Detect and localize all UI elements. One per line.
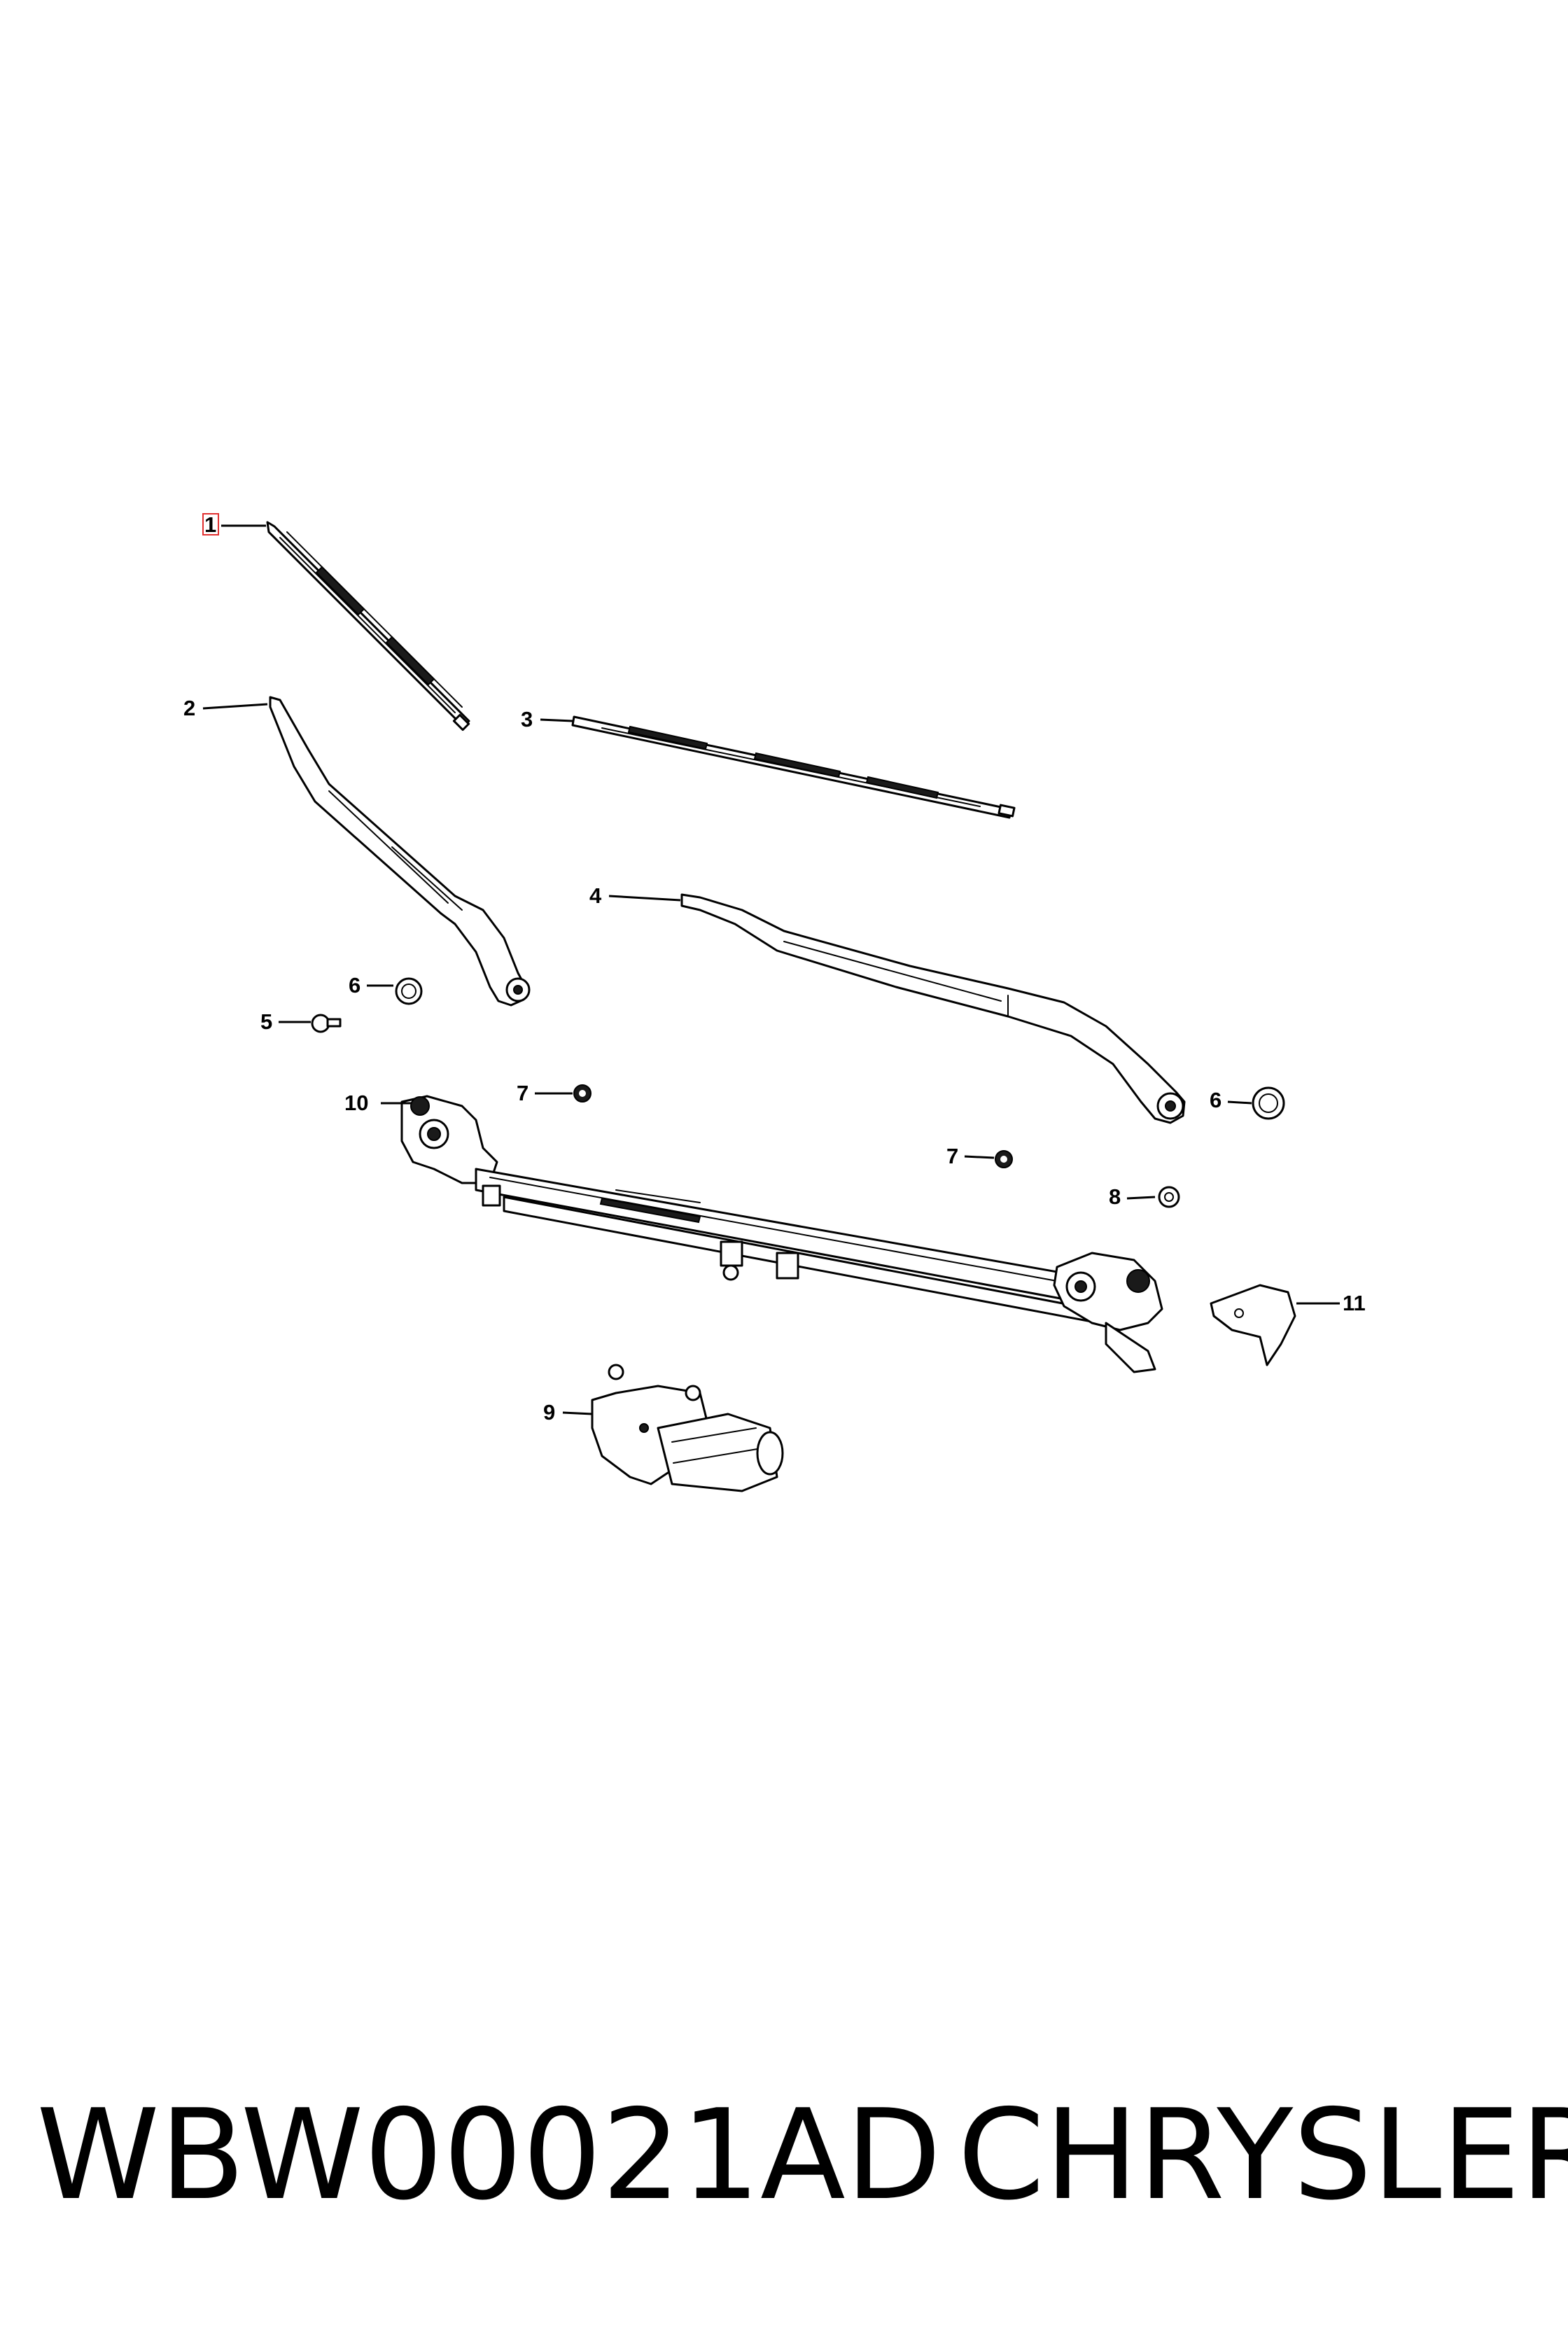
callout-6-left[interactable]: 6 [349, 973, 360, 997]
callout-2[interactable]: 2 [183, 696, 195, 720]
wiper-arm-left: 2 [183, 696, 531, 1007]
callout-8[interactable]: 8 [1109, 1184, 1121, 1209]
wiper-arm-right: 4 [589, 883, 1186, 1124]
callout-9[interactable]: 9 [543, 1400, 555, 1424]
callout-11[interactable]: 11 [1343, 1291, 1366, 1315]
callout-5[interactable]: 5 [260, 1009, 272, 1034]
wiper-linkage-assembly [400, 1095, 1163, 1373]
callout-1[interactable]: 1 [204, 512, 216, 537]
grommet: 10 [344, 1091, 430, 1116]
callout-7-lower[interactable]: 7 [946, 1144, 958, 1168]
mounting-bracket: 11 [1210, 1284, 1366, 1366]
callout-1-highlight [202, 513, 219, 536]
mount-nut-lower: 7 [946, 1144, 1013, 1168]
washer: 8 [1109, 1184, 1180, 1209]
part-number: WBW00021AD [36, 2082, 941, 2227]
callout-3[interactable]: 3 [521, 707, 533, 732]
arm-nut-right: 6 [1210, 1086, 1285, 1120]
callout-7-upper[interactable]: 7 [517, 1081, 528, 1105]
wiper-blade-left: 1 [202, 512, 470, 732]
wiper-motor: 9 [543, 1364, 784, 1492]
mount-nut-upper: 7 [517, 1081, 592, 1105]
callout-10[interactable]: 10 [344, 1091, 368, 1115]
callout-4[interactable]: 4 [589, 883, 602, 908]
brand-name: CHRYSLER [958, 2082, 1568, 2227]
arm-nut-left: 6 [349, 973, 423, 1005]
callout-6-right[interactable]: 6 [1210, 1088, 1222, 1112]
wiper-blade-right: 3 [521, 707, 1016, 819]
bolt: 5 [260, 1009, 342, 1034]
